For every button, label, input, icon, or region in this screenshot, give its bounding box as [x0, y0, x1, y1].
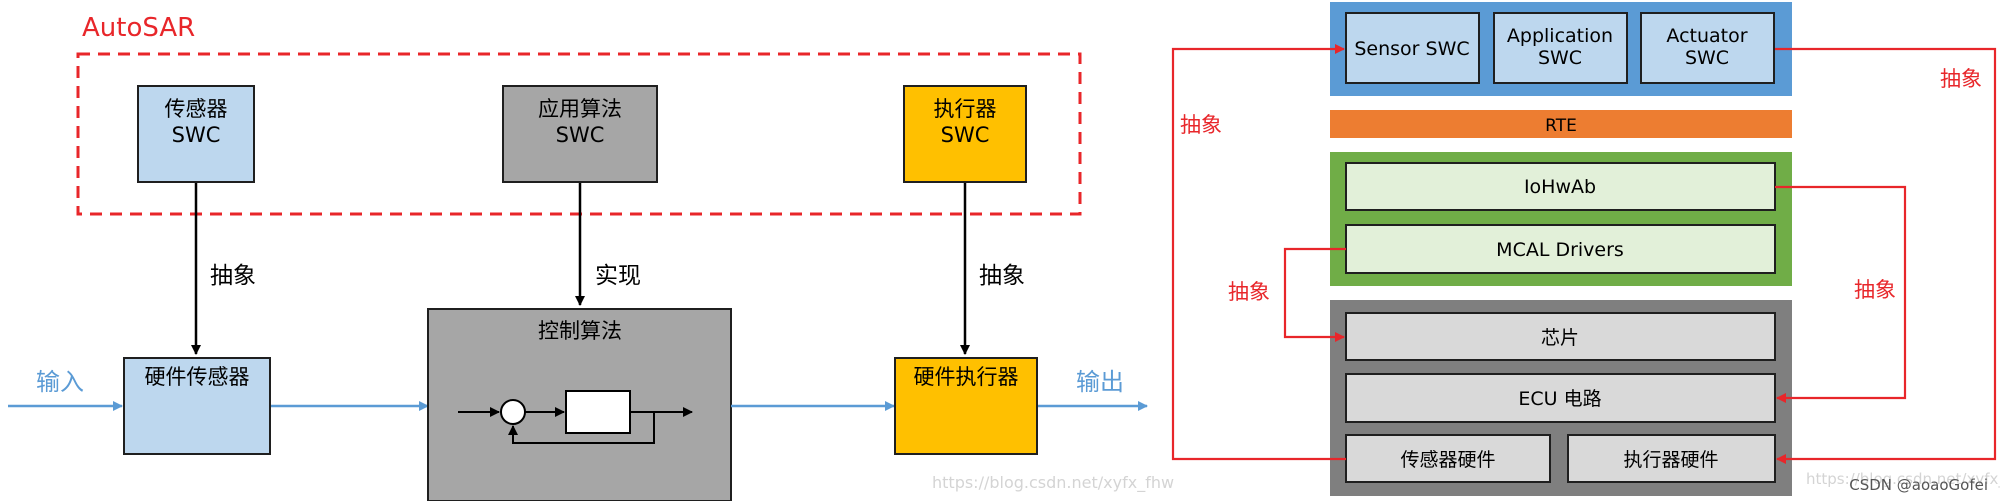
- application-swc-cell: Application SWC: [1493, 12, 1628, 84]
- actuator-swc-box: 执行器 SWC: [903, 85, 1027, 183]
- mcal-cell: MCAL Drivers: [1345, 224, 1776, 274]
- actuator-hardware-label: 执行器硬件: [1623, 449, 1718, 471]
- csdn-credit: CSDN @aoaoGofei: [1849, 476, 1988, 494]
- hw-actuator-box: 硬件执行器: [894, 357, 1038, 455]
- sensor-hardware-label: 传感器硬件: [1400, 449, 1495, 471]
- sensor-swc-line2: SWC: [172, 123, 221, 147]
- summing-junction: [500, 399, 526, 425]
- sensor-hardware-cell: 传感器硬件: [1345, 434, 1551, 483]
- ecu-circuit-cell: ECU 电路: [1345, 373, 1776, 423]
- app-swc-box: 应用算法 SWC: [502, 85, 658, 183]
- application-swc-line1: Application: [1507, 25, 1613, 47]
- abstract-label-right: 抽象: [979, 263, 1025, 289]
- actuator-swc-cell: Actuator SWC: [1640, 12, 1775, 84]
- sensor-swc-line1: 传感器: [165, 97, 228, 121]
- control-algorithm-label: 控制算法: [538, 319, 622, 343]
- right-watermark: https://blog.csdn.net/xyfx_fhw: [1806, 470, 2000, 489]
- abstract-label-left: 抽象: [210, 263, 256, 289]
- app-swc-line2: SWC: [556, 123, 605, 147]
- outer-right-abstract-arrow: [1775, 47, 1997, 464]
- actuator-swc-text-line2: SWC: [1685, 47, 1729, 69]
- feedback-loop: [458, 390, 693, 444]
- inner-right-abstract-arrow: [1775, 185, 1907, 403]
- sensor-swc-text: Sensor SWC: [1354, 38, 1469, 60]
- ecu-circuit-label: ECU 电路: [1518, 388, 1601, 410]
- outer-left-abstract-label: 抽象: [1180, 113, 1222, 137]
- implement-label: 实现: [595, 263, 641, 289]
- iohwab-label: IoHwAb: [1524, 176, 1596, 198]
- left-watermark: https://blog.csdn.net/xyfx_fhw: [932, 473, 1174, 493]
- outer-left-abstract-arrow: [1171, 44, 1346, 461]
- inner-left-abstract-label: 抽象: [1228, 280, 1270, 304]
- actuator-swc-line2: SWC: [941, 123, 990, 147]
- hw-actuator-label: 硬件执行器: [914, 365, 1019, 389]
- inner-left-abstract-arrow: [1283, 247, 1346, 342]
- hw-sensor-box: 硬件传感器: [123, 357, 271, 455]
- autosar-label: AutoSAR: [82, 13, 195, 43]
- sensor-swc-box: 传感器 SWC: [137, 85, 255, 183]
- app-swc-line1: 应用算法: [538, 97, 622, 121]
- actuator-swc-text-line1: Actuator: [1666, 25, 1747, 47]
- actuator-swc-line1: 执行器: [934, 97, 997, 121]
- mcal-label: MCAL Drivers: [1496, 239, 1624, 261]
- chip-cell: 芯片: [1345, 312, 1776, 361]
- rte-bar: RTE: [1330, 110, 1792, 138]
- iohwab-cell: IoHwAb: [1345, 162, 1776, 211]
- actuator-hardware-cell: 执行器硬件: [1567, 434, 1776, 483]
- output-label: 输出: [1076, 368, 1124, 396]
- rte-label: RTE: [1545, 116, 1577, 136]
- outer-right-abstract-label: 抽象: [1940, 67, 1982, 91]
- chip-label: 芯片: [1541, 327, 1579, 349]
- input-label: 输入: [36, 368, 84, 396]
- control-algorithm-box: 控制算法: [427, 308, 732, 501]
- sensor-swc-cell: Sensor SWC: [1345, 12, 1480, 84]
- application-swc-line2: SWC: [1538, 47, 1582, 69]
- controller-block: [565, 390, 631, 434]
- hw-sensor-label: 硬件传感器: [145, 365, 250, 389]
- inner-right-abstract-label: 抽象: [1854, 278, 1896, 302]
